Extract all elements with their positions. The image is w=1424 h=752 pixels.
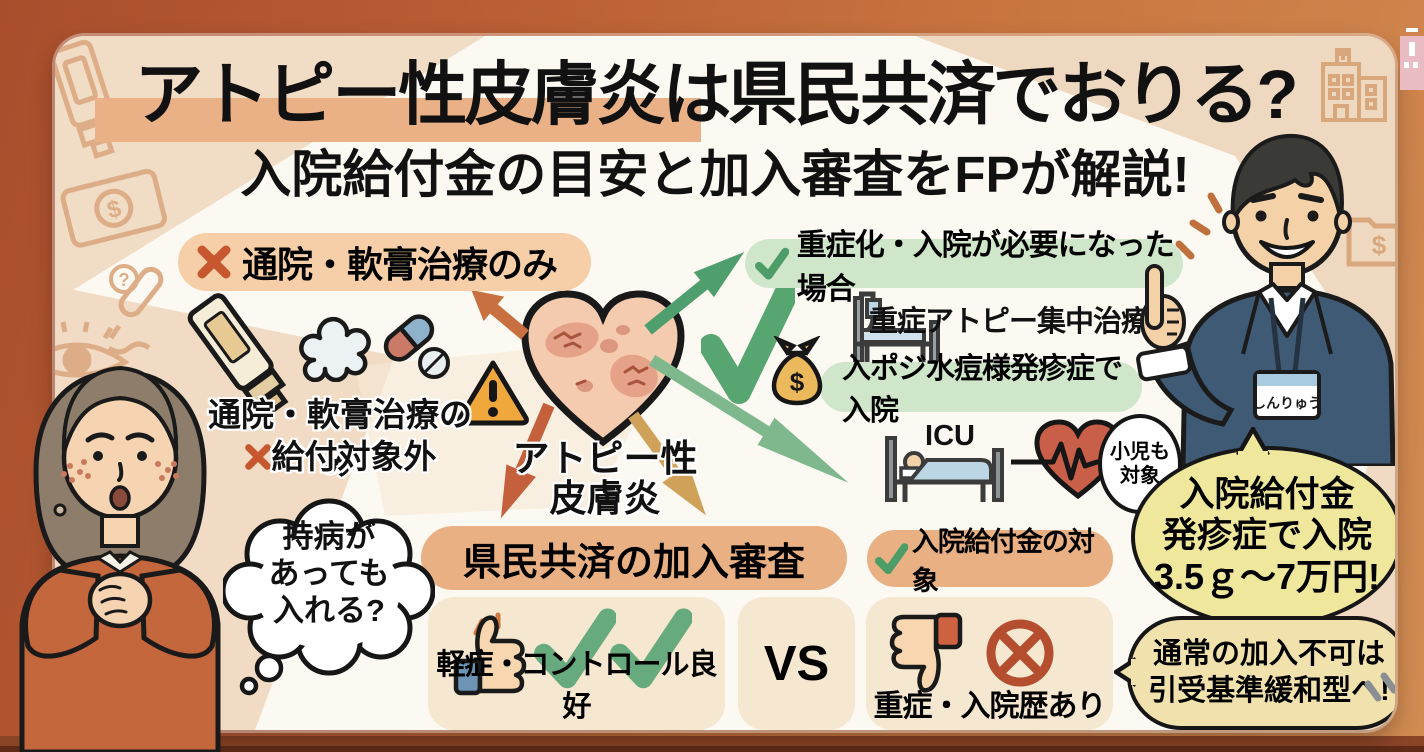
relaxed-line1: 通常の加入不可は [1152, 638, 1385, 670]
dollar-folder-icon: $ [1346, 217, 1395, 267]
sub-title: 入院給付金の目安と加入審査をFPが解説! [240, 146, 1190, 203]
children-bubble-line1: 小児も [1110, 441, 1170, 463]
eligible-badge-label: 入院給付金の対象 [911, 526, 1095, 596]
eruption-badge-label: 入ポジ水痘様発疹症で入院 [842, 353, 1123, 427]
name-tag-text: しんりゅう [1252, 395, 1322, 411]
outpatient-caption-line2-text: 給付対象外 [271, 438, 437, 475]
benefit-amount-bubble: 入院給付金 発疹症で入院 3.5ｇ～7万円! [1131, 427, 1395, 628]
thought-text: 持病が あっても 入れる? [248, 518, 410, 629]
eye-icon [55, 321, 130, 378]
check-icon [534, 608, 616, 689]
check-icon [875, 542, 908, 574]
benefit-line2: 発疹症で入院 [1161, 516, 1372, 555]
arrow-to-review-right [618, 404, 720, 525]
svg-text:$: $ [790, 367, 805, 397]
outpatient-badge: 通院・軟膏治療のみ [178, 233, 591, 291]
fp-advisor-illustration: しんりゅう [1136, 133, 1395, 466]
benefit-line1: 入院給付金 [1179, 475, 1355, 514]
review-header-label: 県民共済の加入審査 [462, 541, 805, 584]
vs-label: VS [763, 636, 830, 691]
relaxed-line2: 引受基準緩和型へ! [1148, 675, 1390, 707]
bad-case-panel: 重症・入院歴あり [866, 597, 1113, 730]
title-highlight-bar [95, 98, 701, 142]
bad-case-label: 重症・入院歴あり [873, 690, 1107, 723]
money-bag-icon: $ [771, 336, 823, 406]
thumbs-down-icon [889, 612, 963, 693]
eczema-heart-icon [521, 290, 685, 447]
thought-bubble [223, 498, 435, 696]
thought-line2: あっても [268, 556, 390, 591]
hospital-outline-icon [1321, 48, 1387, 122]
good-case-label: 軽症・コントロール良好 [436, 649, 717, 723]
good-case-panel: 軽症・コントロール良好 [428, 597, 725, 730]
ointment-tube-icon [187, 293, 289, 416]
icu-label: ICU [925, 420, 975, 452]
severe-badge-label: 重症化・入院が必要になった場合 [796, 228, 1175, 306]
cross-icon [244, 444, 271, 470]
pill-icon [418, 347, 450, 379]
eligible-badge: 入院給付金の対象 [867, 527, 1113, 596]
check-icon [755, 247, 789, 280]
cream-puff-icon [299, 316, 371, 382]
tube-outline-icon [55, 39, 119, 159]
children-bubble-line2: 対象 [1120, 465, 1160, 487]
outpatient-caption-line1: 通院・軟膏治療のみ [208, 396, 472, 481]
benefit-line3: 3.5ｇ～7万円! [1153, 556, 1381, 597]
relaxed-plan-bubble: 通常の加入不可は 引受基準緩和型へ! [1114, 616, 1395, 730]
frame-bottom-line [0, 746, 1424, 752]
sparkle-marks [1364, 672, 1395, 702]
prohibited-icon [986, 619, 1054, 687]
outpatient-caption-line2: 給付対象外 [195, 430, 485, 478]
thumbs-up-icon [453, 612, 527, 696]
thermometer-icon [107, 266, 164, 355]
big-check-icon [701, 280, 795, 404]
pink-building-icon [1400, 28, 1424, 90]
treatment-label: 重症アトピー集中治療 [869, 306, 1150, 338]
bubble-tail-left [1114, 657, 1136, 687]
severe-badge: 重症化・入院が必要になった場合 [745, 229, 1183, 306]
arrow-to-review-left [484, 398, 565, 525]
thought-line1: 持病が [282, 519, 376, 554]
outpatient-badge-label: 通院・軟膏治療のみ [242, 244, 558, 285]
main-title: アトピー性皮膚炎は県民共済でおりる? [134, 56, 1298, 133]
capsule-icon [383, 314, 435, 362]
cross-icon [197, 245, 231, 279]
worried-woman-illustration [19, 365, 221, 752]
icu-bed-icon [885, 436, 1004, 502]
warning-icon [457, 360, 529, 426]
arrow-to-icu [642, 345, 858, 498]
arrow-to-severe [637, 238, 756, 344]
svg-text:$: $ [1372, 230, 1387, 260]
disease-label-line1: アトピー性 [512, 438, 698, 479]
arrow-to-outpatient [460, 276, 537, 349]
eruption-badge: 入ポジ水痘様発疹症で入院 [820, 353, 1142, 427]
vs-panel: VS [738, 597, 855, 730]
svg-text:?: ? [119, 270, 130, 290]
check-icon [610, 608, 692, 689]
money-bill-icon: $ [60, 168, 167, 248]
review-header: 県民共済の加入審査 [421, 526, 847, 590]
thought-line3: 入れる? [273, 593, 385, 628]
bubble-tail-up [1236, 427, 1270, 455]
disease-label-line2: 皮膚炎 [549, 478, 661, 519]
